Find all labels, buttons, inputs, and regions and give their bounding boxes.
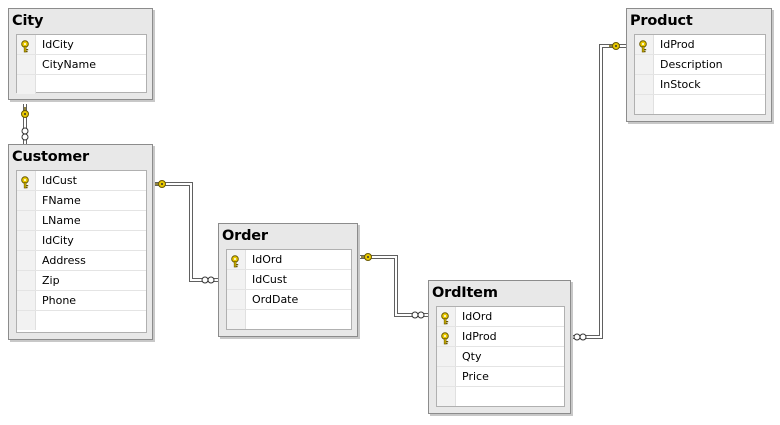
column-name: CityName [42,58,97,71]
key-icon [440,330,452,345]
row-selector[interactable] [17,191,36,210]
column-name: IdCust [252,273,287,286]
column-row[interactable]: IdCust [227,270,351,290]
column-row[interactable]: IdCust [17,171,146,191]
table-title: Order [222,228,268,244]
column-row[interactable]: Address [17,251,146,271]
row-selector[interactable] [227,270,246,289]
column-row[interactable]: OrdDate [227,290,351,310]
new-column-row[interactable] [17,311,146,331]
row-selector[interactable] [227,310,246,329]
row-selector[interactable] [17,55,36,74]
table-title: OrdItem [432,285,498,301]
column-row[interactable]: IdProd [635,35,765,55]
new-column-row[interactable] [227,310,351,330]
relationship-line[interactable] [358,253,428,319]
key-icon [20,38,32,53]
column-row[interactable]: Phone [17,291,146,311]
column-row[interactable]: InStock [635,75,765,95]
key-icon [638,38,650,53]
column-row[interactable]: Qty [437,347,564,367]
row-selector[interactable] [17,211,36,230]
column-name: IdOrd [462,310,493,323]
column-row[interactable]: IdProd [437,327,564,347]
row-selector[interactable] [17,231,36,250]
column-name: IdProd [660,38,695,51]
column-name: Address [42,254,86,267]
column-name: IdProd [462,330,497,343]
column-row[interactable]: Description [635,55,765,75]
column-row[interactable]: IdOrd [437,307,564,327]
column-name: IdCust [42,174,77,187]
relationship-line[interactable] [153,180,218,284]
row-selector[interactable] [635,75,654,94]
column-name: InStock [660,78,701,91]
row-selector[interactable] [17,75,36,94]
column-row[interactable]: LName [17,211,146,231]
column-name: IdOrd [252,253,283,266]
column-name: Zip [42,274,60,287]
column-row[interactable]: Price [437,367,564,387]
column-name: IdCity [42,38,74,51]
key-icon [440,310,452,325]
key-icon [20,174,32,189]
column-name: LName [42,214,81,227]
new-column-row[interactable] [437,387,564,407]
column-row[interactable]: IdCity [17,231,146,251]
row-selector[interactable] [635,95,654,114]
column-row[interactable]: IdOrd [227,250,351,270]
row-selector[interactable] [635,55,654,74]
row-selector[interactable] [17,271,36,290]
column-name: Description [660,58,723,71]
column-name: Qty [462,350,482,363]
row-selector[interactable] [437,387,456,406]
new-column-row[interactable] [635,95,765,115]
row-selector[interactable] [437,347,456,366]
table-title: Customer [12,149,89,165]
column-row[interactable]: IdCity [17,35,146,55]
table-title: City [12,13,44,29]
row-selector[interactable] [437,367,456,386]
relationship-line[interactable] [571,42,626,341]
table-title: Product [630,13,693,29]
row-selector[interactable] [17,311,36,330]
column-name: Price [462,370,489,383]
column-name: IdCity [42,234,74,247]
column-row[interactable]: CityName [17,55,146,75]
row-selector[interactable] [227,290,246,309]
relationship-line[interactable] [21,104,29,144]
key-icon [230,253,242,268]
column-name: OrdDate [252,293,299,306]
row-selector[interactable] [17,291,36,310]
row-selector[interactable] [17,251,36,270]
column-row[interactable]: Zip [17,271,146,291]
column-row[interactable]: FName [17,191,146,211]
new-column-row[interactable] [17,75,146,95]
column-name: FName [42,194,81,207]
column-name: Phone [42,294,77,307]
